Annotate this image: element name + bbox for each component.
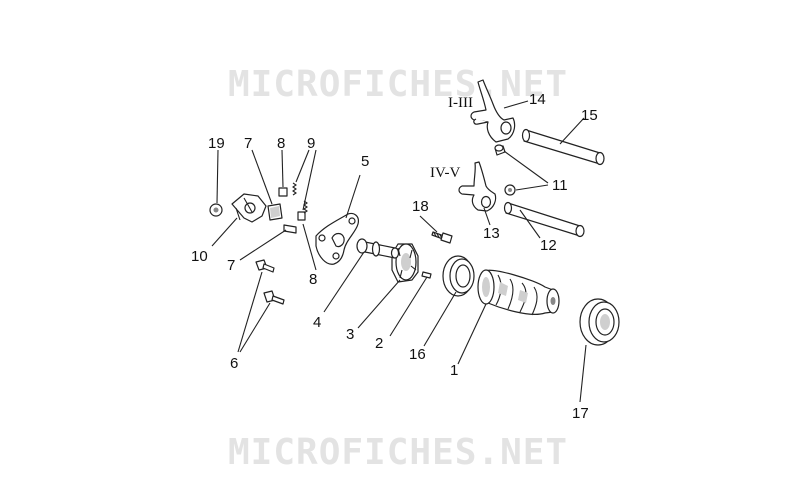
callout-10: 10 (191, 248, 208, 265)
part-15-shift-rod-upper (521, 128, 605, 166)
part-9-spring-upper (292, 182, 297, 196)
part-8-pin-lower (297, 211, 306, 221)
part-19-bushing (209, 203, 223, 217)
part-2-pin (421, 271, 432, 279)
part-17-bearing-large (579, 298, 620, 346)
callout-6: 6 (230, 355, 238, 372)
part-1-selector-drum (477, 269, 560, 316)
callout-5: 5 (361, 153, 369, 170)
part-7-block-upper (267, 203, 283, 221)
part-11-bushing (494, 144, 516, 196)
callout-11: 11 (552, 177, 568, 194)
callout-13: 13 (483, 225, 500, 242)
callout-2: 2 (375, 335, 383, 352)
callout-19: 19 (208, 135, 225, 152)
callout-7-top: 7 (244, 135, 252, 152)
watermark-top: MICROFICHES.NET (228, 64, 568, 105)
part-12-shift-rod-lower (503, 201, 585, 238)
callout-14: 14 (529, 91, 546, 108)
callout-18: 18 (412, 198, 429, 215)
callout-9: 9 (307, 135, 315, 152)
part-6-screw-upper (255, 259, 275, 273)
callout-8-top: 8 (277, 135, 285, 152)
callout-1: 1 (450, 362, 458, 379)
callout-15: 15 (581, 107, 598, 124)
part-14-shift-fork-I-III (470, 79, 516, 143)
callout-16: 16 (409, 346, 426, 363)
part-18-screw (431, 231, 453, 244)
leader-lines (211, 100, 587, 403)
label-IV-V: IV-V (430, 165, 460, 181)
part-8-pin-upper (278, 187, 288, 197)
part-9-spring-lower (303, 200, 308, 214)
callout-12: 12 (540, 237, 557, 254)
part-7-block-lower (283, 224, 297, 234)
callout-7-bottom: 7 (227, 257, 235, 274)
callout-3: 3 (346, 326, 354, 343)
callout-4: 4 (313, 314, 321, 331)
callout-8-bottom: 8 (309, 271, 317, 288)
part-16-bearing (442, 255, 475, 297)
part-13-shift-fork-IV-V (458, 161, 497, 212)
part-5-plate (315, 212, 359, 265)
label-I-III: I-III (448, 95, 473, 111)
part-4-shaft (356, 238, 400, 259)
callout-17: 17 (572, 405, 589, 422)
part-6-screw-lower (263, 290, 285, 305)
part-10-lever (231, 193, 267, 223)
watermark-bottom: MICROFICHES.NET (228, 432, 568, 473)
